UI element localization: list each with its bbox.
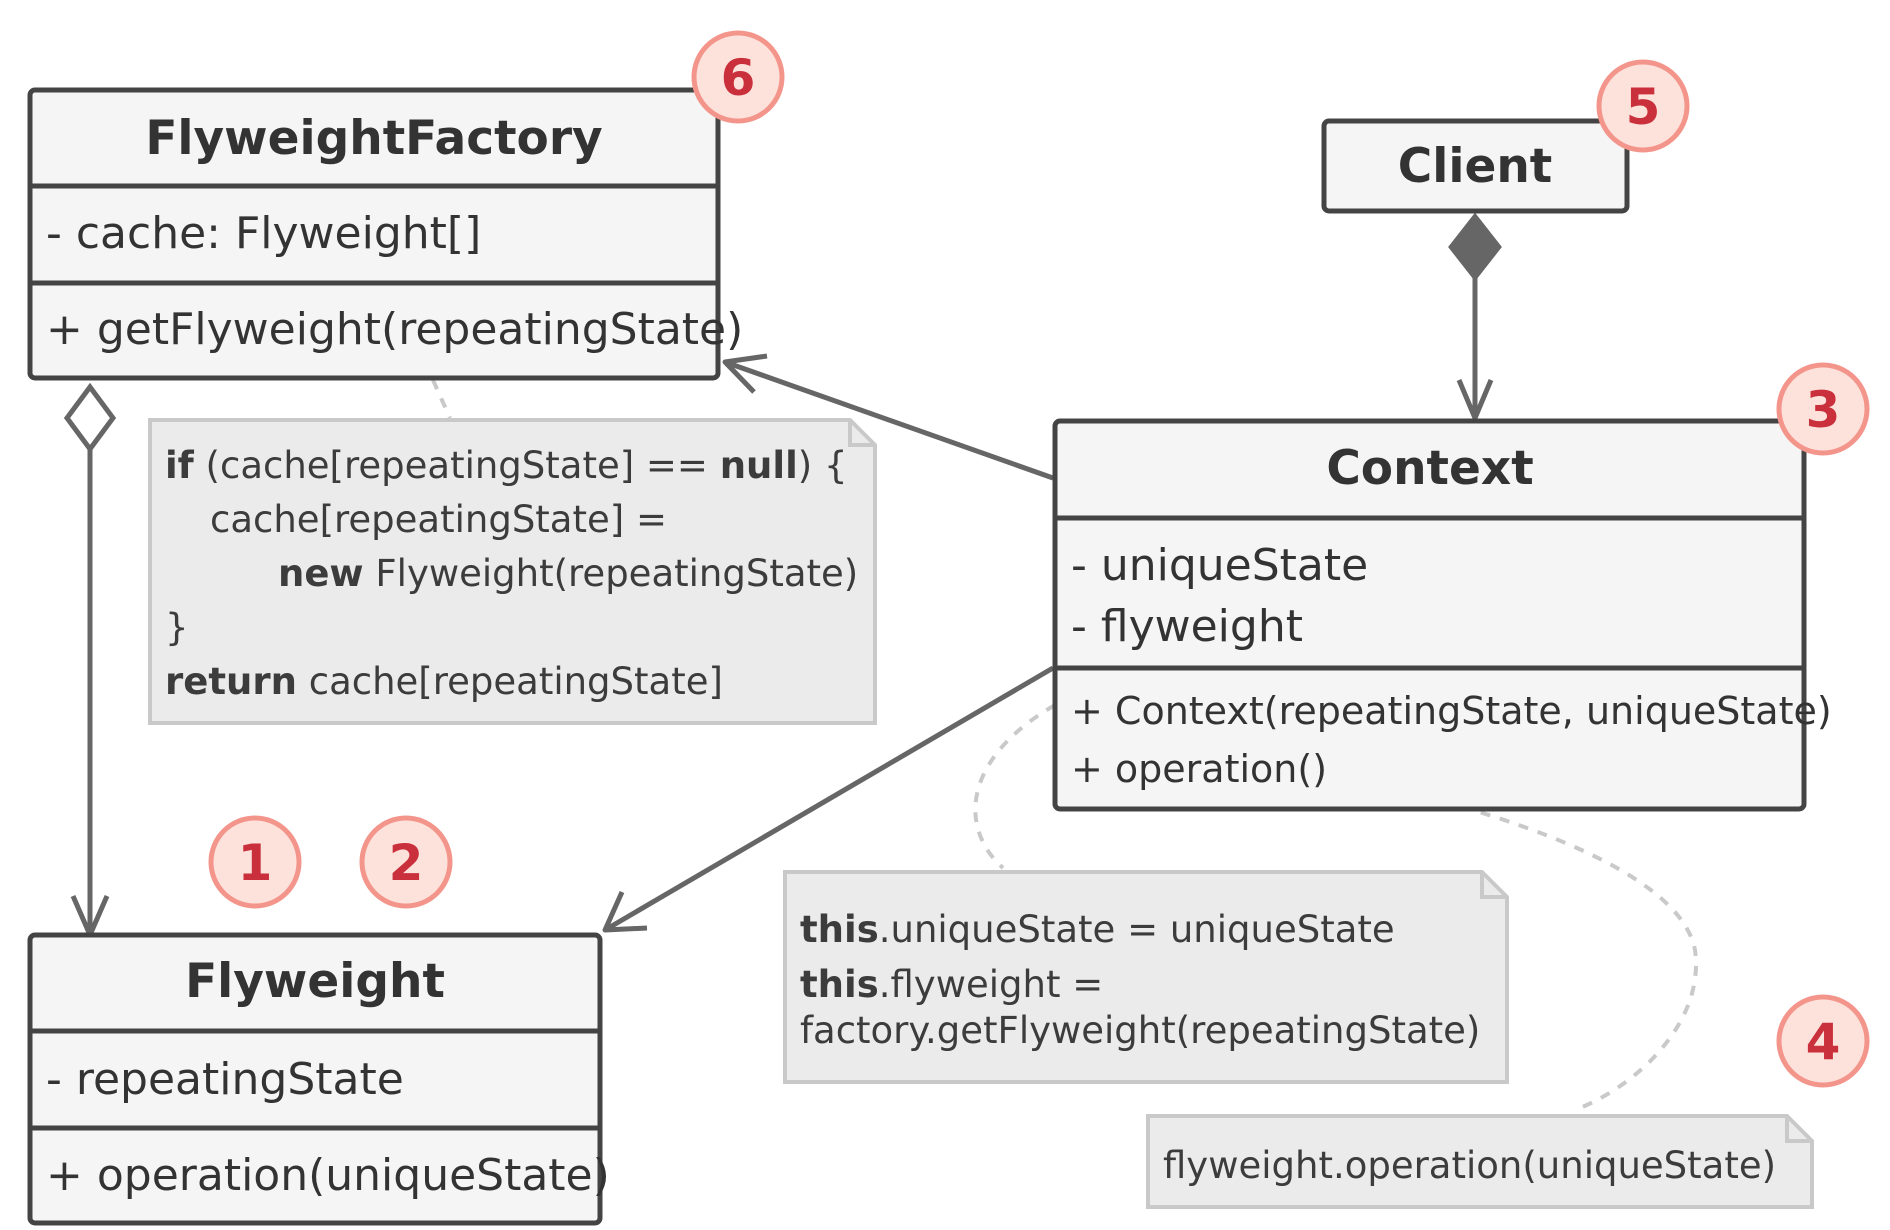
flyweight-name: Flyweight (185, 954, 445, 1009)
factory-note-line-4: } (165, 606, 189, 649)
factory-note-line-2: cache[repeatingState] = (210, 498, 667, 541)
flyweight-factory-field-cache: - cache: Flyweight[] (46, 208, 481, 259)
badge-4-number: 4 (1806, 1013, 1841, 1071)
context-name: Context (1326, 441, 1533, 496)
constructor-note-line-1: this.uniqueState = uniqueState (800, 908, 1395, 951)
flyweight-factory-method-get-flyweight: + getFlyweight(repeatingState) (46, 304, 743, 355)
flyweight-factory-class: FlyweightFactory - cache: Flyweight[] + … (27, 87, 743, 381)
flyweight-arrowhead (602, 890, 648, 933)
context-class: Context - uniqueState - flyweight + Cont… (1052, 418, 1832, 812)
factory-flyweight-aggregation (63, 382, 117, 938)
flyweight-method-operation: + operation(uniqueState) (46, 1150, 610, 1201)
badge-3: 3 (1776, 362, 1870, 456)
badge-1-number: 1 (238, 834, 273, 892)
client-name: Client (1398, 139, 1553, 194)
constructor-note-line-3: factory.getFlyweight(repeatingState) (800, 1009, 1480, 1052)
badge-5-number: 5 (1626, 78, 1661, 136)
client-class: Client (1321, 118, 1630, 214)
context-flyweight-association (602, 665, 1055, 933)
badge-2: 2 (359, 815, 453, 909)
factory-code-note: if (cache[repeatingState] == null) { cac… (148, 379, 877, 725)
badge-4: 4 (1776, 994, 1870, 1088)
operation-note-connector (1344, 776, 1699, 1112)
context-method-constructor: + Context(repeatingState, uniqueState) (1071, 689, 1832, 733)
constructor-note-body (783, 870, 1509, 1084)
constructor-code-note: this.uniqueState = uniqueState this.flyw… (783, 703, 1509, 1084)
operation-note-line-1: flyweight.operation(uniqueState) (1163, 1144, 1776, 1187)
factory-note-connector (431, 379, 452, 419)
operation-note-fold (1785, 1116, 1812, 1143)
badge-3-number: 3 (1806, 381, 1841, 439)
operation-note-body (1146, 1114, 1814, 1209)
context-factory-association (722, 353, 1054, 481)
constructor-note-connector (973, 703, 1057, 870)
factory-note-line-1: if (cache[repeatingState] == null) { (165, 444, 848, 487)
flyweight-factory-name: FlyweightFactory (145, 111, 602, 166)
client-context-composition (1448, 212, 1502, 421)
context-method-operation: + operation() (1071, 747, 1327, 791)
badge-5: 5 (1596, 59, 1690, 153)
context-field-flyweight: - flyweight (1071, 601, 1303, 652)
composition-arrowhead (1456, 379, 1494, 421)
flyweight-class: Flyweight - repeatingState + operation(u… (27, 932, 610, 1226)
constructor-note-fold (1480, 872, 1507, 899)
factory-note-body (148, 418, 877, 725)
context-field-unique-state: - uniqueState (1071, 540, 1368, 591)
constructor-note-line-2: this.flyweight = (800, 963, 1103, 1006)
composition-diamond (1448, 212, 1502, 282)
factory-note-line-3: new Flyweight(repeatingState) (278, 552, 858, 595)
badge-1: 1 (208, 815, 302, 909)
operation-code-note: flyweight.operation(uniqueState) (1146, 763, 1814, 1209)
flyweight-field-repeating-state: - repeatingState (46, 1054, 404, 1105)
factory-arrowhead (722, 353, 768, 394)
aggregation-diamond (63, 382, 117, 454)
badge-6: 6 (691, 30, 785, 124)
factory-note-line-5: return cache[repeatingState] (165, 660, 723, 703)
factory-note-fold (848, 420, 875, 447)
badge-6-number: 6 (721, 49, 756, 107)
badge-2-number: 2 (389, 834, 424, 892)
